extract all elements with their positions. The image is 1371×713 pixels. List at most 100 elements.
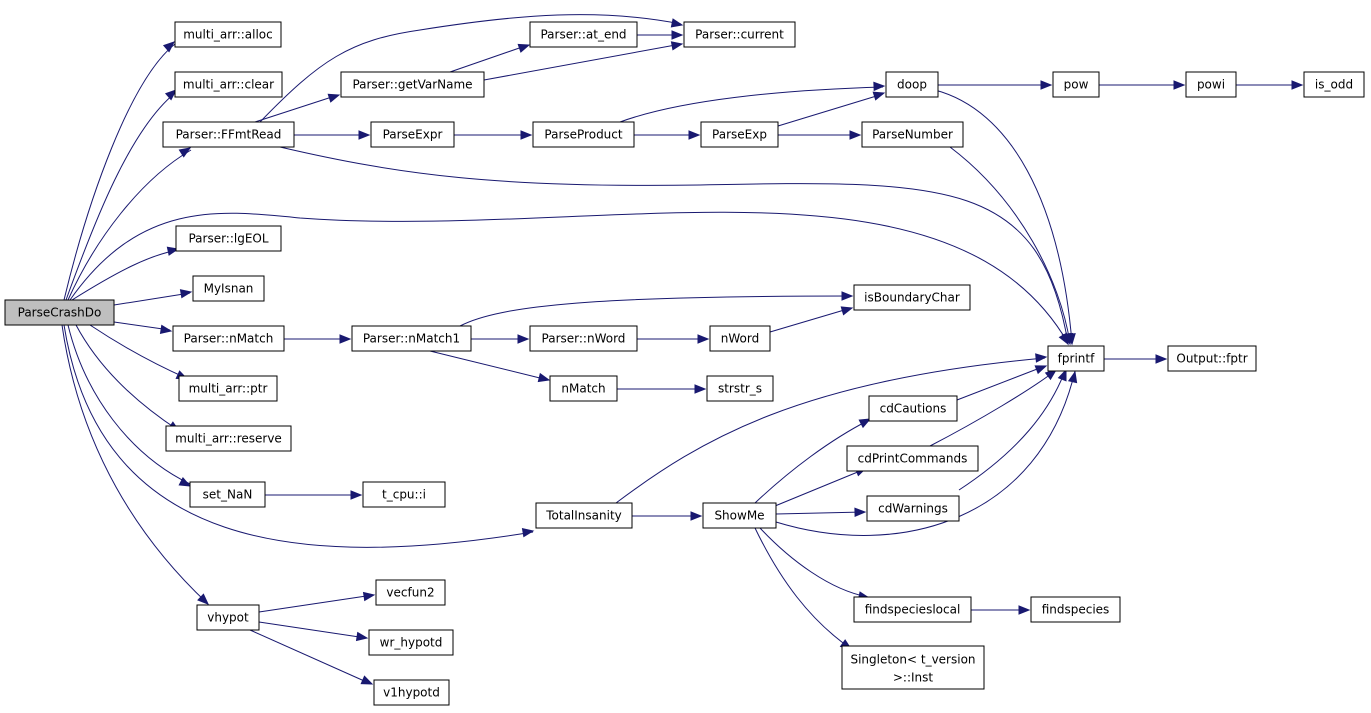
arrowhead-ffmtread-getvarname bbox=[327, 93, 341, 103]
node-parsenumber[interactable]: ParseNumber bbox=[861, 121, 964, 148]
node-label: MyIsnan bbox=[204, 282, 254, 296]
node-parser-nmatch1[interactable]: Parser::nMatch1 bbox=[351, 325, 472, 352]
node-doop[interactable]: doop bbox=[885, 71, 939, 98]
node-label: set_NaN bbox=[203, 488, 253, 502]
node-label: ParseExp bbox=[712, 128, 767, 142]
node-label: nWord bbox=[721, 332, 759, 346]
node-label: isBoundaryChar bbox=[864, 291, 960, 305]
node-parser-current[interactable]: Parser::current bbox=[683, 21, 796, 48]
node-multi-arr-alloc[interactable]: multi_arr::alloc bbox=[174, 21, 282, 48]
node-myisnan[interactable]: MyIsnan bbox=[192, 275, 265, 302]
node-label: ShowMe bbox=[714, 509, 764, 523]
arrowhead-parsecrashdo-nmatch bbox=[159, 324, 173, 335]
arrowhead-parseproduct-parseexp bbox=[688, 130, 701, 140]
node-wr-hypotd[interactable]: wr_hypotd bbox=[368, 629, 454, 656]
node-nword[interactable]: nWord bbox=[709, 325, 771, 352]
arrowhead-parseexp-doop bbox=[872, 91, 886, 101]
node-multi-arr-clear[interactable]: multi_arr::clear bbox=[174, 71, 283, 98]
arrowhead-showme-cdwarnings bbox=[854, 507, 867, 517]
node-parser-ffmtread[interactable]: Parser::FFmtRead bbox=[162, 121, 295, 148]
arrowhead-parsecrashdo-setnan bbox=[178, 476, 192, 487]
node-label: cdWarnings bbox=[878, 502, 948, 516]
edge-cdprint-fprintf bbox=[929, 370, 1056, 447]
node-label: findspecieslocal bbox=[865, 603, 961, 617]
edge-showme-singleton bbox=[754, 527, 851, 649]
node-label: Parser::nWord bbox=[542, 332, 626, 346]
node-label: vhypot bbox=[207, 611, 249, 625]
arrowhead-vhypot-vecfun2 bbox=[362, 591, 376, 602]
edge-showme-findlocal bbox=[759, 527, 869, 598]
node-label: pow bbox=[1064, 78, 1089, 92]
node-parser-nmatch[interactable]: Parser::nMatch bbox=[172, 325, 285, 352]
node-totalinsanity[interactable]: TotalInsanity bbox=[535, 502, 633, 529]
node-parser-at-end[interactable]: Parser::at_end bbox=[529, 21, 638, 48]
arrowhead-parseproduct-doop bbox=[873, 81, 886, 92]
edge-parsecrashdo-vhypot bbox=[61, 324, 208, 604]
node-label: cdPrintCommands bbox=[858, 452, 968, 466]
node-label: multi_arr::ptr bbox=[189, 382, 268, 396]
node-v1hypotd[interactable]: v1hypotd bbox=[373, 679, 450, 706]
arrowhead-parseexp-parsenumber bbox=[849, 130, 862, 140]
edge-nmatch1-nmatch bbox=[429, 350, 549, 381]
node-multi-arr-ptr[interactable]: multi_arr::ptr bbox=[178, 375, 278, 402]
arrowhead-showme-fprintf bbox=[1067, 370, 1078, 384]
graph-nodes: ParseCrashDo multi_arr::alloc multi_arr:… bbox=[4, 21, 1365, 706]
node-is-odd[interactable]: is_odd bbox=[1303, 71, 1365, 98]
node-cdcautions[interactable]: cdCautions bbox=[868, 395, 958, 422]
edge-parsenumber-fprintf bbox=[949, 146, 1071, 344]
node-parser-getvarname[interactable]: Parser::getVarName bbox=[340, 71, 485, 98]
node-vecfun2[interactable]: vecfun2 bbox=[375, 579, 446, 606]
edge-parsecrashdo-reserve bbox=[75, 324, 179, 431]
node-powi[interactable]: powi bbox=[1185, 71, 1237, 98]
node-label: Parser::nMatch1 bbox=[363, 332, 460, 346]
arrowhead-setnan-tcpu bbox=[350, 490, 363, 500]
node-output-fptr[interactable]: Output::fptr bbox=[1167, 345, 1257, 372]
node-label: multi_arr::alloc bbox=[183, 28, 273, 42]
node-label: nMatch bbox=[561, 382, 605, 396]
edge-vhypot-vecfun2 bbox=[258, 594, 374, 613]
node-set-nan[interactable]: set_NaN bbox=[189, 481, 266, 508]
node-singleton-inst[interactable]: Singleton< t_version >::Inst bbox=[841, 645, 985, 690]
arrowhead-parsecrashdo-ffmtread bbox=[178, 147, 192, 158]
node-label: Parser::lgEOL bbox=[188, 232, 268, 246]
node-parseproduct[interactable]: ParseProduct bbox=[532, 121, 635, 148]
arrowhead-findlocal-findspecies bbox=[1018, 605, 1031, 615]
edge-parsecrashdo-ffmtread bbox=[67, 149, 192, 301]
node-parseexp[interactable]: ParseExp bbox=[700, 121, 779, 148]
node-multi-arr-reserve[interactable]: multi_arr::reserve bbox=[165, 425, 292, 452]
edge-parsecrashdo-lgeol bbox=[71, 249, 179, 301]
node-parser-nword[interactable]: Parser::nWord bbox=[529, 325, 638, 352]
node-strstr-s[interactable]: strstr_s bbox=[706, 375, 774, 402]
node-parseexpr[interactable]: ParseExpr bbox=[370, 121, 455, 148]
node-vhypot[interactable]: vhypot bbox=[196, 604, 260, 631]
edge-parseexp-doop bbox=[777, 93, 884, 127]
node-label: Parser::getVarName bbox=[352, 78, 472, 92]
edge-parsecrashdo-clear bbox=[65, 92, 176, 301]
node-t-cpu-i[interactable]: t_cpu::i bbox=[362, 481, 446, 508]
node-label-line2: >::Inst bbox=[893, 671, 934, 685]
node-parser-lgeol[interactable]: Parser::lgEOL bbox=[175, 225, 282, 252]
node-findspecies[interactable]: findspecies bbox=[1030, 596, 1121, 623]
edge-parsecrashdo-alloc bbox=[63, 43, 176, 301]
node-cdprintcommands[interactable]: cdPrintCommands bbox=[846, 445, 979, 472]
arrowhead-nmatch1-nmatch bbox=[537, 372, 551, 383]
edge-ffmtread-current bbox=[259, 14, 682, 123]
edge-cdwarnings-fprintf bbox=[958, 370, 1066, 491]
node-pow[interactable]: pow bbox=[1052, 71, 1100, 98]
edge-getvarname-atend bbox=[449, 44, 529, 73]
node-fprintf[interactable]: fprintf bbox=[1047, 345, 1105, 372]
arrowhead-doop-pow bbox=[1040, 80, 1053, 90]
edge-vhypot-wrhypotd bbox=[258, 621, 367, 639]
node-nmatch[interactable]: nMatch bbox=[549, 375, 618, 402]
arrowhead-cdcautions-fprintf bbox=[1034, 365, 1048, 375]
node-label: doop bbox=[897, 78, 927, 92]
node-isboundarychar[interactable]: isBoundaryChar bbox=[853, 284, 971, 311]
node-findspecieslocal[interactable]: findspecieslocal bbox=[853, 596, 972, 623]
node-label: is_odd bbox=[1315, 78, 1353, 92]
node-cdwarnings[interactable]: cdWarnings bbox=[866, 495, 960, 522]
edge-parsecrashdo-totalinsanity bbox=[63, 324, 534, 548]
node-parsecrashdo[interactable]: ParseCrashDo bbox=[4, 299, 115, 326]
node-showme[interactable]: ShowMe bbox=[702, 502, 777, 529]
node-label: powi bbox=[1197, 78, 1225, 92]
arrowhead-getvarname-atend bbox=[517, 43, 531, 53]
